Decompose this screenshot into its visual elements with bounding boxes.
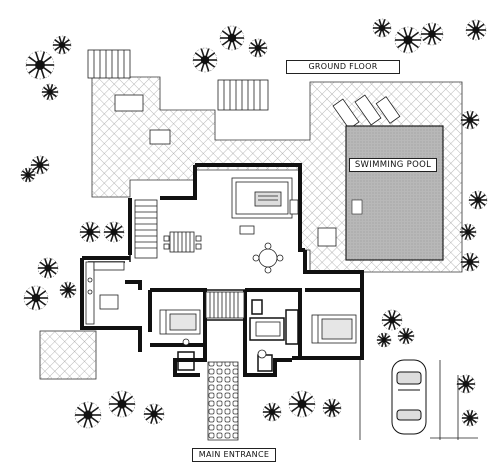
tree-icon [459,223,477,241]
tree-icon [381,309,403,331]
car-icon [391,359,427,435]
tree-icon [420,22,444,46]
tree-icon [52,35,72,55]
tree-icon [468,190,488,210]
tree-icon [288,390,316,418]
tree-icon [376,332,392,348]
sofa-icon [231,177,299,235]
ground-floor-label: GROUND FLOOR [286,60,400,74]
tree-icon [20,167,36,183]
tree-icon [74,401,102,429]
bed-icon [159,309,357,359]
tree-icon [456,374,476,394]
swimming-pool-label: SWIMMING POOL [349,158,437,172]
tree-icon [23,285,49,311]
carport [359,360,478,440]
pergola-decks [87,49,269,111]
tree-icon [461,409,479,427]
trees [20,18,488,429]
tree-icon [103,221,125,243]
tree-icon [248,38,268,58]
stair-icon [134,199,245,319]
tree-icon [465,19,487,41]
sun-loungers [332,94,401,130]
tree-icon [219,25,245,51]
tree-icon [322,398,342,418]
tree-icon [460,110,480,130]
kitchen-counters [85,261,125,325]
entrance-path [207,361,239,441]
tree-icon [394,26,422,54]
tree-icon [79,221,101,243]
tree-icon [262,402,282,422]
dining-table-icon [114,94,337,274]
tree-icon [108,390,136,418]
main-entrance-label: MAIN ENTRANCE [192,448,276,462]
tree-icon [192,47,218,73]
tree-icon [59,281,77,299]
house-walls [80,163,364,377]
tree-icon [37,257,59,279]
tree-icon [25,50,55,80]
tree-icon [460,252,480,272]
swimming-pool [345,125,444,261]
tree-icon [41,83,59,101]
tree-icon [397,327,415,345]
tree-icon [30,155,50,175]
tree-icon [372,18,392,38]
tree-icon [143,403,165,425]
